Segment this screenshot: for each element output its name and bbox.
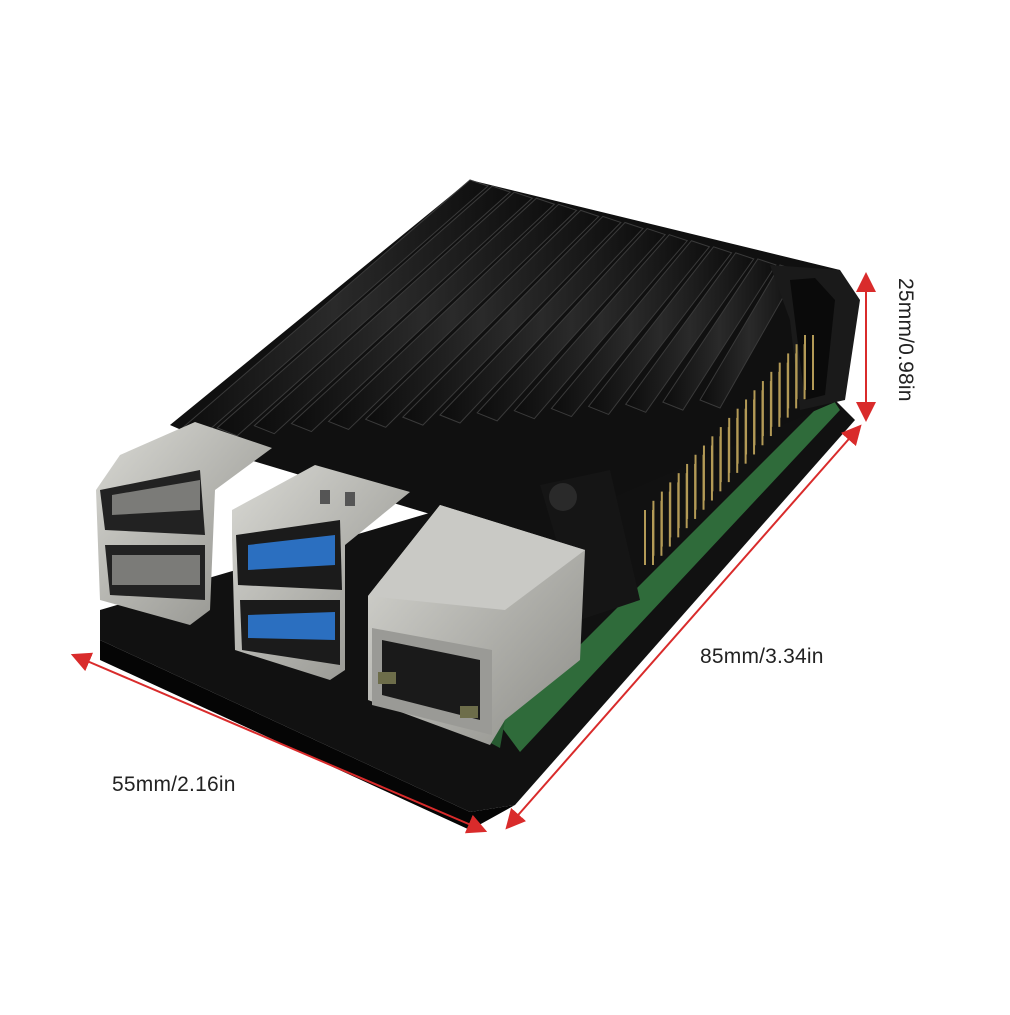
heatsink-fin <box>253 191 534 435</box>
length-dimension-label: 85mm/3.34in <box>700 645 824 668</box>
heatsink-fin <box>662 258 777 411</box>
heatsink-fin <box>587 246 733 416</box>
heatsink-fin <box>364 209 600 428</box>
heatsink-fin <box>327 203 578 431</box>
dimension-lines <box>70 272 876 834</box>
width-arrow <box>70 652 488 834</box>
heatsink-fins <box>179 179 799 439</box>
height-dimension-label: 25mm/0.98in <box>894 278 917 402</box>
heatsink-fin <box>401 215 622 426</box>
heatsink-fin <box>476 227 667 422</box>
usb3-port-stack <box>232 465 410 680</box>
usb2-port-stack <box>96 422 272 625</box>
heatsink-fin <box>550 240 711 418</box>
length-arrow <box>505 424 862 830</box>
heatsink-fin <box>624 252 755 413</box>
heatsink-fin <box>513 234 689 420</box>
heatsink-fin <box>216 185 512 437</box>
heatsink-fin <box>290 197 556 433</box>
heatsink-fin <box>439 221 644 424</box>
width-dimension-label: 55mm/2.16in <box>112 773 236 796</box>
